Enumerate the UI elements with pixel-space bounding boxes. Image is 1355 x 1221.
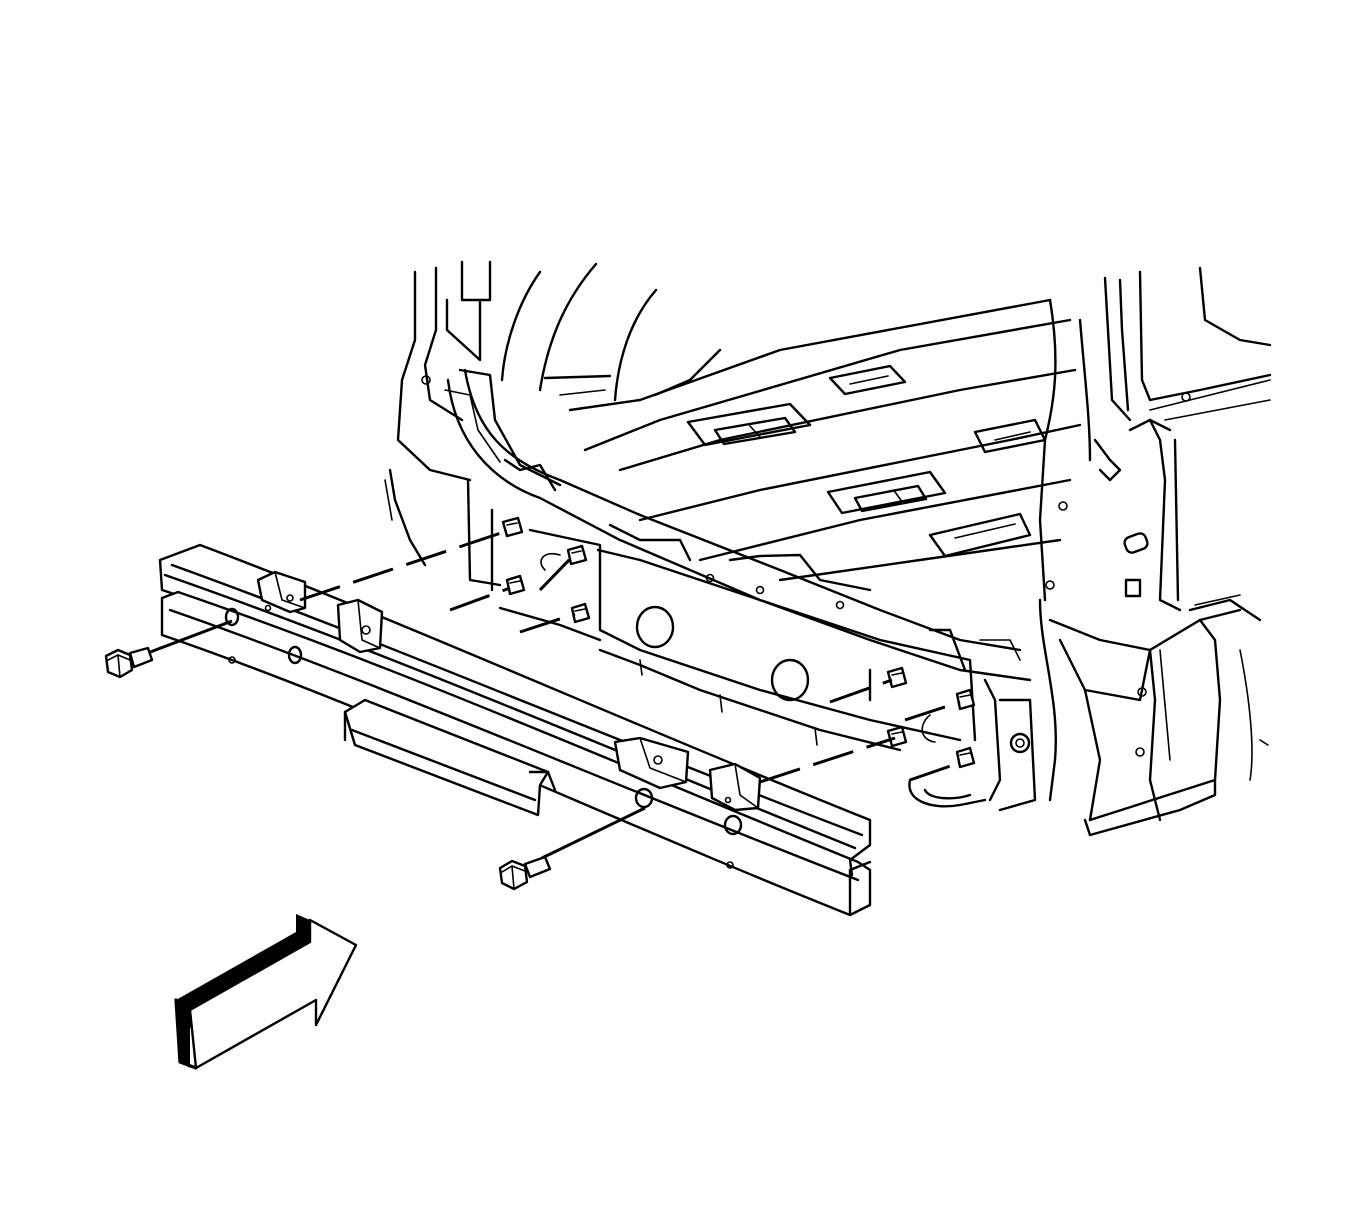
- right-pillar: [1038, 266, 1272, 837]
- cargo-floor: [568, 298, 1082, 582]
- floor-pocket-4: [973, 418, 1047, 454]
- floor-pocket-2: [826, 470, 947, 515]
- left-pillar: [384, 260, 562, 567]
- interior-roof-lines: [500, 262, 658, 402]
- floor-pocket-3: [828, 364, 907, 396]
- mounting-bolt-right: [498, 806, 646, 891]
- floor-pocket-1: [686, 402, 812, 447]
- bumper-mount-panel: [466, 478, 1037, 812]
- vehicle-rear-body: [384, 260, 1272, 837]
- weld-nut: [886, 725, 908, 748]
- bar-bracket-right: [613, 736, 762, 812]
- rear-sill-crossmember: [446, 368, 1032, 682]
- view-direction-arrow: [174, 914, 358, 1070]
- bumper-impact-bar: [158, 543, 872, 917]
- weld-nut: [570, 602, 591, 624]
- weld-nuts: [501, 516, 976, 769]
- weld-nut: [955, 688, 976, 711]
- bar-bracket-left: [256, 570, 384, 654]
- weld-nut: [955, 746, 976, 769]
- weld-nut: [566, 544, 588, 566]
- weld-nut: [501, 516, 524, 538]
- floor-pocket-5: [928, 512, 1032, 558]
- alignment-lines: [299, 528, 963, 784]
- weld-nut: [505, 574, 526, 596]
- weld-nut: [886, 666, 908, 689]
- mounting-bolt-left: [104, 619, 233, 679]
